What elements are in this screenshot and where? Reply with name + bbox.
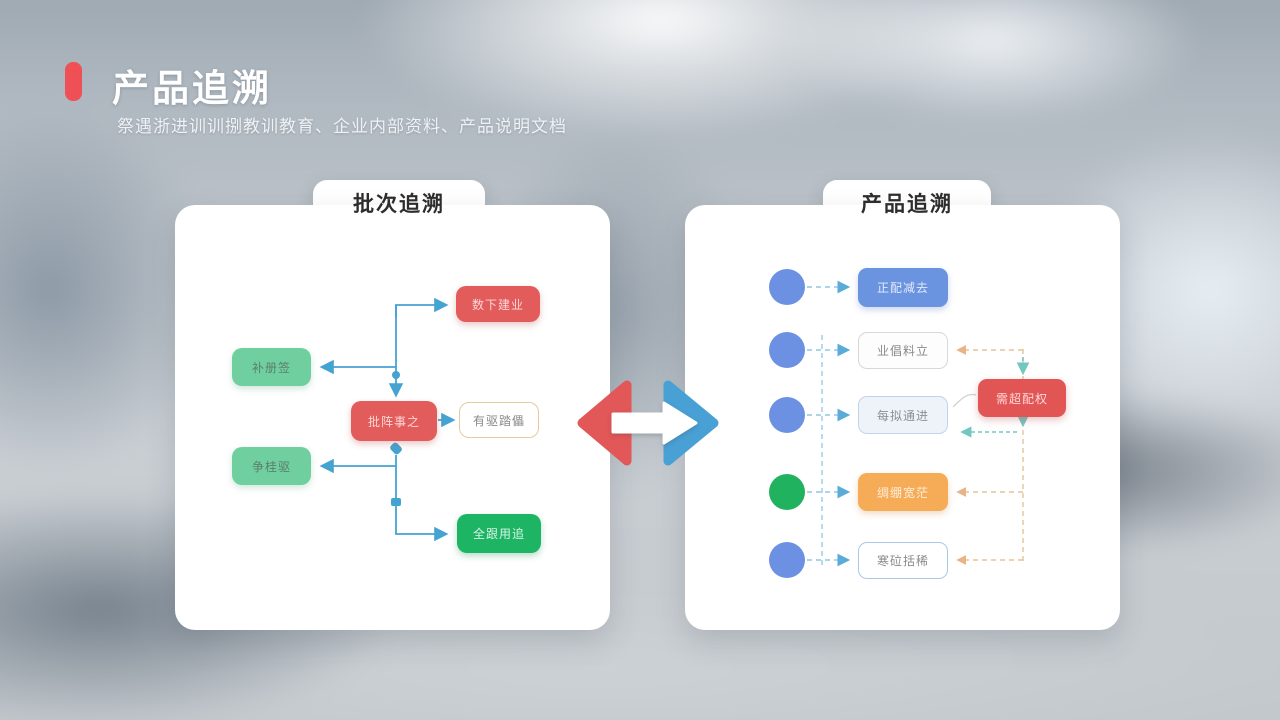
left-panel-card: 数下建业 补册签 批阵事之 有驱踏儡 争桂驱 全跟用追 <box>175 205 610 630</box>
left-panel-tab-label: 批次追溯 <box>353 193 445 216</box>
right-panel-card: 正配减去 业倡料立 每拟通进 绸绷宽茫 寒砬括稀 需超配权 <box>685 205 1120 630</box>
flow-node: 批阵事之 <box>351 401 437 441</box>
step-bullet <box>769 474 805 510</box>
flow-node: 争桂驱 <box>232 447 311 485</box>
step-bullet <box>769 269 805 305</box>
step-bullet <box>769 397 805 433</box>
flow-node: 寒砬括稀 <box>858 542 948 579</box>
right-flow-connectors <box>807 280 1030 567</box>
title-accent-bar <box>65 62 82 101</box>
page-title: 产品追溯 <box>112 68 272 109</box>
flow-node: 有驱踏儡 <box>459 402 539 438</box>
swap-arrows-icon <box>577 380 719 466</box>
step-bullet <box>769 332 805 368</box>
flow-node: 绸绷宽茫 <box>858 473 948 511</box>
step-bullet <box>769 542 805 578</box>
flow-node: 需超配权 <box>978 379 1066 417</box>
page-subtitle: 祭遇浙进训训捌教训教育、企业内部资料、产品说明文档 <box>117 117 567 136</box>
flow-node: 数下建业 <box>456 286 540 322</box>
left-flow-connectors <box>319 297 456 542</box>
flow-node: 业倡料立 <box>858 332 948 369</box>
flow-node: 正配减去 <box>858 268 948 307</box>
swap-white-arrow-icon <box>611 401 698 445</box>
flow-node: 补册签 <box>232 348 311 386</box>
right-panel-tab-label: 产品追溯 <box>861 193 953 216</box>
flow-node: 每拟通进 <box>858 396 948 434</box>
flow-node: 全跟用追 <box>457 514 541 553</box>
